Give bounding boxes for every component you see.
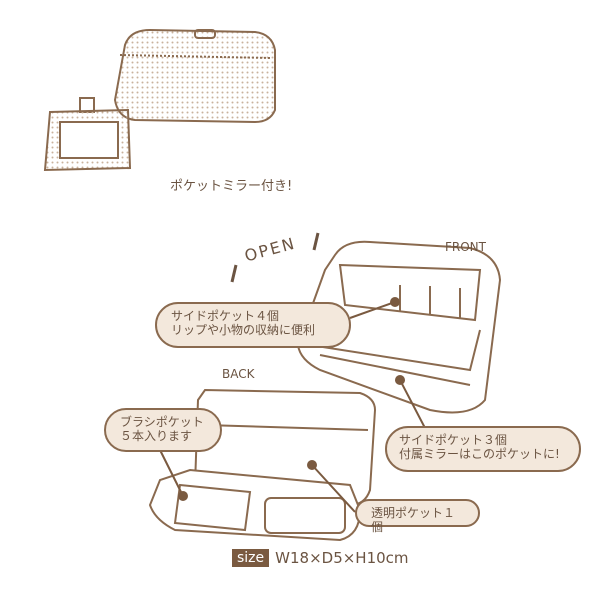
callout-side-pocket-3: サイドポケット３個 付属ミラーはこのポケットに! [385,426,581,472]
back-pouch-open [148,388,377,542]
open-marks [230,232,320,283]
callout-line: サイドポケット４個 [171,309,280,323]
mirror [43,97,132,172]
callout-line: ５本入ります [120,429,193,443]
callout-side-pocket-4: サイドポケット４個 リップや小物の収納に便利 [155,302,351,348]
front-label: FRONT [445,240,486,254]
callout-line: ブラシポケット [120,415,204,429]
closed-pouch [113,28,276,124]
callout-brush-pocket: ブラシポケット ５本入ります [104,408,222,452]
callout-line: サイドポケット３個 [399,433,508,447]
size-info: size W18×D5×H10cm [232,549,409,567]
callout-leaders [159,297,426,513]
back-label: BACK [222,367,255,381]
size-tag: size [232,549,270,567]
callout-line: 透明ポケット１個 [371,506,456,534]
front-pouch-open [296,240,502,414]
callout-clear-pocket: 透明ポケット１個 [355,499,480,534]
size-value: W18×D5×H10cm [275,549,409,567]
callout-line: 付属ミラーはこのポケットに! [399,447,560,461]
mirror-caption: ポケットミラー付き! [170,179,293,194]
callout-line: リップや小物の収納に便利 [171,323,316,337]
